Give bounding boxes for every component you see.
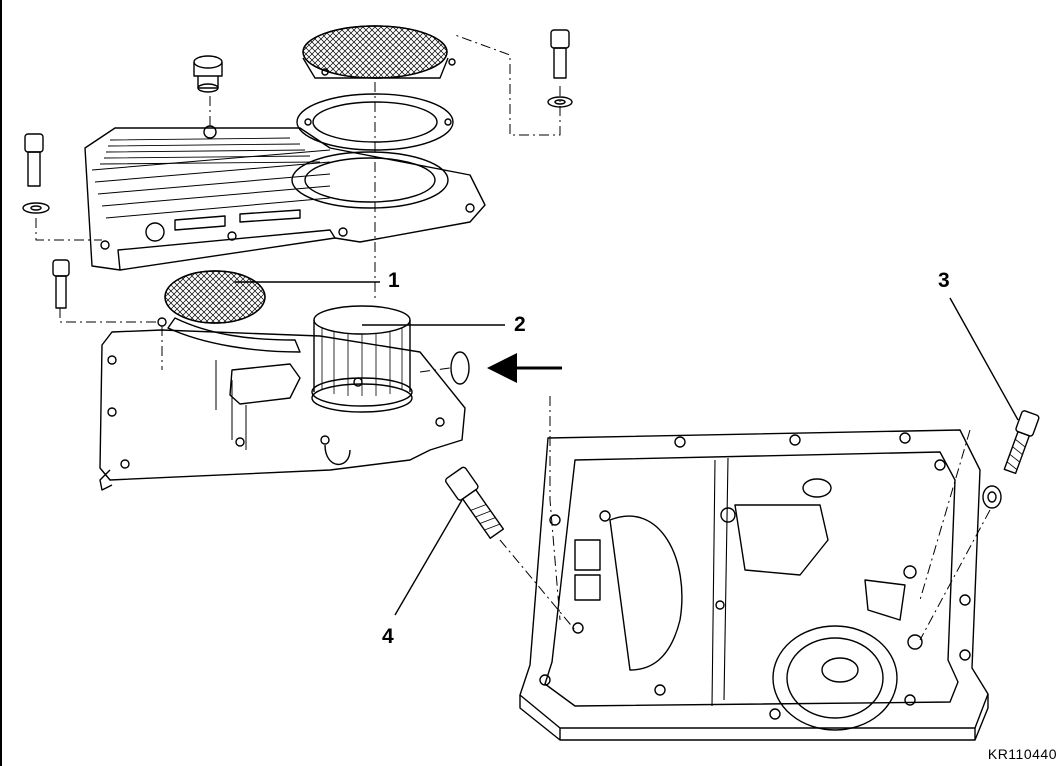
strainer-cover (302, 25, 456, 79)
o-ring (450, 351, 470, 385)
bolt-part-4 (444, 466, 505, 539)
oil-pan (519, 429, 989, 741)
upper-cover-plate (84, 125, 486, 271)
screw-mid-left (52, 259, 70, 309)
filler-plug (193, 55, 223, 93)
callout-3: 3 (938, 269, 950, 292)
assembly-lines (35, 34, 991, 641)
callout-1: 1 (388, 269, 400, 292)
screw-top-left (22, 133, 50, 214)
callout-leaders (235, 281, 1019, 616)
leader-4 (394, 499, 463, 616)
leader-3 (949, 297, 1019, 421)
callout-2: 2 (514, 313, 526, 336)
callout-4: 4 (382, 625, 394, 648)
oil-filter (311, 305, 413, 413)
frame-left-border (0, 0, 2, 766)
figure-reference-code: KR110440 (987, 746, 1057, 762)
screw-part-3 (982, 410, 1040, 509)
oil-strainer (157, 270, 301, 353)
